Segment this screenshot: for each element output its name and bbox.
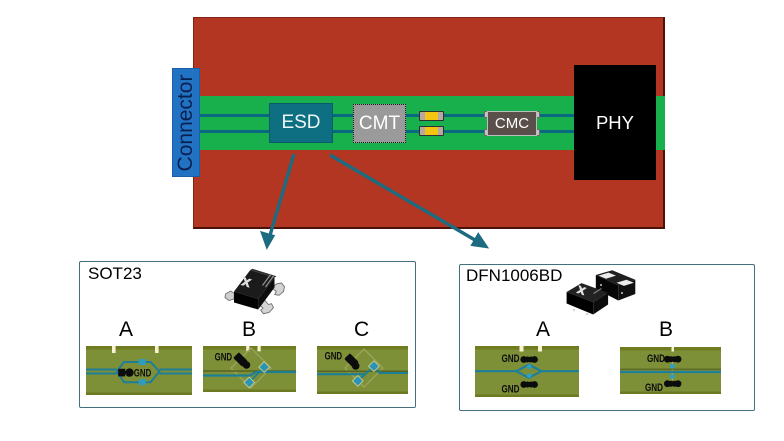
- svg-text:GND: GND: [502, 384, 520, 396]
- svg-text:GND: GND: [647, 353, 665, 365]
- svg-text:GND: GND: [215, 351, 233, 363]
- svg-text:GND: GND: [325, 350, 343, 362]
- svg-text:GND: GND: [502, 353, 520, 365]
- svg-text:GND: GND: [645, 382, 663, 394]
- svg-text:GND: GND: [134, 368, 152, 380]
